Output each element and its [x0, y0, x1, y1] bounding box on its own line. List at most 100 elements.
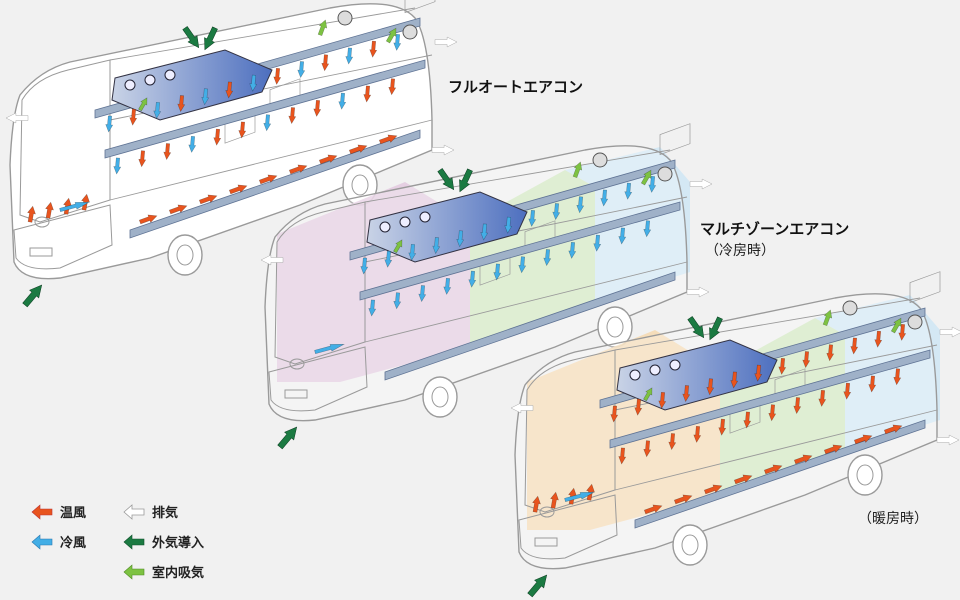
vent-air-arrow-icon — [778, 357, 787, 375]
vent-air-arrow-icon — [480, 223, 489, 241]
vent-air-arrow-icon — [893, 368, 902, 386]
floor-warm-air-arrow-icon — [673, 494, 693, 505]
bus-full-auto — [5, 0, 458, 308]
vent-air-arrow-icon — [743, 411, 752, 429]
indoor-intake-arrow-icon — [138, 97, 148, 112]
rear-blower-2 — [402, 24, 418, 40]
vent-air-arrow-icon — [706, 378, 715, 396]
legend-label-cool: 冷風 — [60, 536, 87, 551]
wheel-hub-1 — [681, 534, 699, 556]
legend-item-intake: 室内吸気 — [122, 562, 204, 581]
floor-warm-air-arrow-icon — [198, 194, 218, 205]
front-emblem — [289, 358, 305, 370]
indoor-intake-arrow-icon — [572, 161, 583, 179]
vent-air-arrow-icon — [105, 115, 114, 133]
vent-air-arrow-icon — [493, 263, 502, 281]
indoor-intake-arrow-icon — [640, 169, 652, 186]
label-multi-zone: マルチゾーンエアコン — [700, 220, 850, 238]
front-warm-air-arrow-icon — [532, 495, 541, 513]
label-heating: （暖房時） — [858, 511, 928, 527]
legend-item-warm: 温風 — [30, 502, 86, 521]
vent-air-arrow-icon — [313, 99, 322, 117]
legend-item-outside: 外気導入 — [122, 532, 204, 551]
vent-air-arrow-icon — [408, 243, 417, 261]
vent-air-arrow-icon — [249, 74, 258, 92]
outside-air-arrow-icon — [22, 284, 43, 308]
vent-air-arrow-icon — [432, 237, 441, 255]
indoor-intake-arrow-icon — [317, 19, 328, 37]
vent-air-arrow-icon — [273, 67, 282, 85]
front-warm-air-arrow-icon — [27, 205, 36, 223]
vent-air-arrow-icon — [793, 397, 802, 415]
license-plate — [29, 247, 53, 257]
vent-air-arrow-icon — [338, 92, 347, 110]
vent-air-arrow-icon — [363, 85, 372, 103]
vent-air-arrow-icon — [345, 47, 354, 65]
license-plate — [284, 389, 308, 399]
outside-air-arrow-icon — [709, 316, 723, 341]
floor-warm-air-arrow-icon — [348, 144, 368, 155]
vent-air-arrow-icon — [818, 389, 827, 407]
exhaust-arrow-icon — [431, 144, 455, 156]
vent-air-arrow-icon — [443, 277, 452, 295]
vent-air-arrow-icon — [384, 250, 393, 268]
license-plate — [534, 537, 558, 547]
vent-air-arrow-icon — [321, 54, 330, 72]
side-panel-3 — [909, 271, 941, 304]
vent-air-arrow-icon — [826, 344, 835, 362]
vent-air-arrow-icon — [388, 78, 397, 96]
front-bumper — [268, 346, 368, 412]
outside-air-arrow-icon — [687, 316, 705, 339]
vent-air-arrow-icon — [754, 364, 763, 382]
legend-label-outside: 外気導入 — [152, 536, 205, 551]
legend-item-cool: 冷風 — [30, 532, 86, 551]
front-bumper — [518, 494, 618, 560]
vent-air-arrow-icon — [658, 391, 667, 409]
vent-air-arrow-icon — [369, 40, 378, 58]
vent-air-arrow-icon — [730, 371, 739, 389]
vent-air-arrow-icon — [518, 256, 527, 274]
windshield — [274, 201, 366, 365]
vent-air-arrow-icon — [543, 249, 552, 267]
vent-air-arrow-icon — [568, 241, 577, 259]
floor-warm-air-arrow-icon — [703, 484, 723, 495]
front-warm-air-arrow-icon — [550, 491, 559, 509]
exhaust-arrow-icon — [434, 36, 458, 48]
front-emblem — [539, 506, 555, 518]
vent-air-arrow-icon — [718, 418, 727, 436]
defroster-arrow-icon — [314, 343, 345, 354]
bus-multi-zone-heating — [510, 271, 960, 598]
vent-air-arrow-icon — [768, 404, 777, 422]
exhaust-arrow-icon — [936, 434, 960, 446]
floor-warm-air-arrow-icon — [258, 174, 278, 185]
air-duct-2 — [104, 59, 426, 159]
vent-air-arrow-icon — [225, 81, 234, 99]
vent-air-arrow-icon — [153, 101, 162, 119]
vent-air-arrow-icon — [868, 375, 877, 393]
vent-air-arrow-icon — [618, 227, 627, 245]
windshield — [524, 349, 616, 513]
indoor-intake-arrow-icon — [385, 27, 397, 44]
vent-air-arrow-icon — [576, 196, 585, 214]
legend: 温風 排気 冷風 外気導入 室内吸気 — [30, 496, 270, 596]
wheel-1 — [422, 376, 458, 418]
vent-air-arrow-icon — [468, 270, 477, 288]
outside-air-arrow-icon — [277, 426, 298, 450]
vent-air-arrow-icon — [129, 108, 138, 126]
vent-air-arrow-icon — [288, 107, 297, 125]
vent-air-arrow-icon — [297, 61, 306, 79]
floor-warm-air-arrow-icon — [288, 164, 308, 175]
vent-air-arrow-icon — [360, 257, 369, 275]
floor-warm-air-arrow-icon — [228, 184, 248, 195]
rear-blower-2 — [657, 166, 673, 182]
exhaust-arrow-icon — [689, 178, 713, 190]
vent-air-arrow-icon — [874, 330, 883, 348]
floor-warm-air-arrow-icon — [793, 454, 813, 465]
ac-fan-3 — [164, 69, 176, 81]
indoor-intake-arrow-icon — [393, 239, 403, 254]
vent-air-arrow-icon — [163, 143, 172, 161]
indoor-intake-arrow-icon — [890, 317, 902, 334]
vent-air-arrow-icon — [188, 135, 197, 153]
vent-air-arrow-icon — [898, 323, 907, 341]
bus-body — [514, 293, 938, 570]
